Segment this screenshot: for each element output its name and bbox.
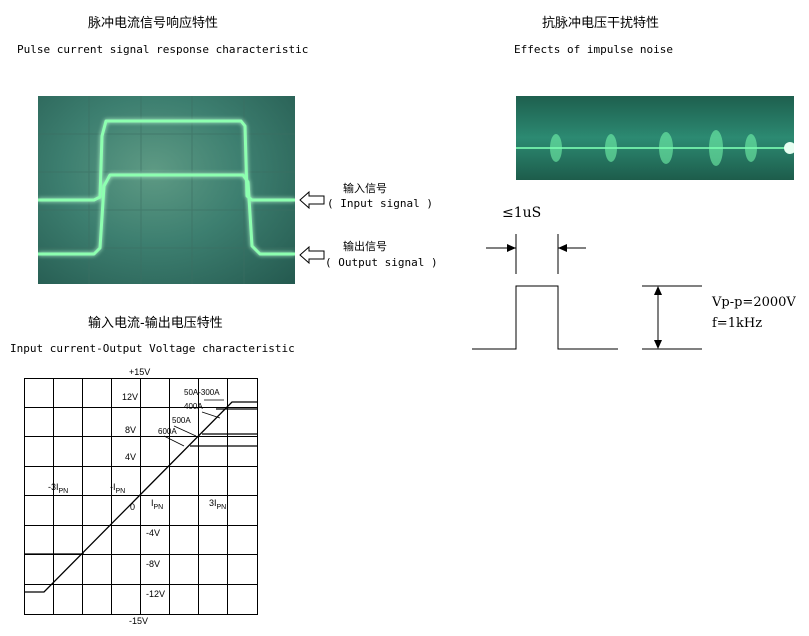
noise-oscilloscope-trace [516,130,794,166]
pulse-width-label: ≤1uS [502,205,542,221]
y-label-8: 8V [125,425,137,435]
transfer-title-en: Input current-Output Voltage characteris… [10,342,295,355]
x-label-minus1i-text: -I [110,482,116,492]
y-label-plus15: +15V [129,367,151,377]
y-label-minus4: -4V [146,528,161,538]
range-label-600a: 600A [158,427,177,436]
output-signal-cn: 输出信号 [343,240,387,253]
vpp-label: Vp-p=2000V [712,295,796,310]
y-label-12: 12V [122,392,139,402]
output-signal-en: ( Output signal ) [325,256,438,269]
noise-title-cn: 抗脉冲电压干扰特性 [542,16,660,31]
input-arrow-icon [299,190,325,210]
x-label-plus3i-sub: PN [216,503,227,511]
range-label-400a: 400A [184,402,203,411]
y-label-zero: 0 [130,502,136,512]
pulse-oscilloscope-image [38,96,295,284]
y-label-minus15: -15V [129,616,149,626]
noise-title-en: Effects of impulse noise [514,43,673,56]
x-label-plus3i-text: 3I [209,498,217,508]
impulse-waveform-diagram [472,234,702,350]
x-label-plus1i-sub: PN [153,503,164,511]
x-label-minus3i-sub: PN [58,487,69,495]
noise-oscilloscope-image [516,96,794,180]
y-label-minus12: -12V [146,589,166,599]
range-label-500a: 500A [172,416,191,425]
transfer-title-cn: 输入电流-输出电压特性 [88,316,223,331]
x-label-minus1i-sub: PN [115,487,126,495]
input-signal-en: ( Input signal ) [327,197,433,210]
freq-label: f=1kHz [712,316,763,331]
x-label-minus3i-text: -3I [48,482,59,492]
input-signal-cn: 输入信号 [343,182,387,195]
output-arrow-icon [299,245,325,265]
range-label-50-300a: 50A-300A [184,388,220,397]
y-label-minus8: -8V [146,559,161,569]
transfer-characteristic-plot [24,378,258,615]
pulse-oscilloscope-traces [38,96,295,284]
x-label-plus3ipn: 3IPN [209,498,226,511]
x-label-plus1i-text: I [151,498,154,508]
pulse-title-en: Pulse current signal response characteri… [17,43,309,56]
x-label-minus3ipn: -3IPN [48,482,68,495]
y-label-4: 4V [125,452,137,462]
x-label-minus1ipn: -IPN [110,482,125,495]
pulse-title-cn: 脉冲电流信号响应特性 [88,16,219,31]
x-label-plus1ipn: IPN [151,498,163,511]
